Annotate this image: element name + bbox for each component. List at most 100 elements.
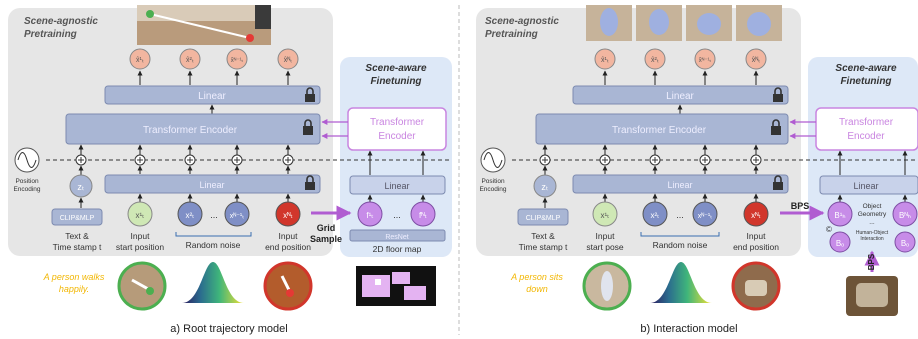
dots: ... (210, 210, 218, 220)
arrows-up (542, 144, 908, 175)
text-label-1: Text & (65, 231, 89, 241)
output-label-n: x̂ᴺₜ (283, 57, 292, 64)
ft-transformer-label-2: Encoder (847, 131, 885, 142)
start-label-2: start position (116, 242, 164, 252)
lock-icon (305, 87, 315, 102)
linear-bottom-block (572, 174, 789, 194)
clip-mlp-block (517, 208, 569, 226)
finetune-panel-bg (808, 57, 918, 257)
ft-transformer-label-1: Transformer (370, 117, 425, 128)
end-position-image (263, 261, 313, 311)
transformer-label: Transformer Encoder (612, 125, 707, 136)
linear-top-label: Linear (198, 91, 226, 102)
end-label-1: Input (747, 231, 767, 241)
ft-transformer-label-2: Encoder (378, 131, 416, 142)
end-node-label: xᴺₜ (283, 211, 293, 220)
noise-node-n-1 (692, 201, 718, 227)
transformer-block (535, 113, 789, 145)
concat-symbol: © (826, 225, 832, 234)
output-label-n-1: x̂ᴺ⁻¹ₜ (231, 57, 244, 64)
output-label-2: x̂²ₜ (651, 57, 659, 64)
ft-linear-label: Linear (853, 181, 878, 191)
end-pose-image (731, 261, 781, 311)
sine-wave-icon (17, 152, 37, 168)
bps-label: BPS (791, 201, 810, 211)
noise-bracket (175, 232, 252, 237)
end-node-label: xᴺₜ (751, 211, 761, 220)
feature-node-n (410, 201, 436, 227)
linear-bottom-label: Linear (667, 180, 692, 190)
text-label-1: Text & (531, 231, 555, 241)
end-label-2: end position (265, 242, 311, 252)
noise-node-2-label: x²ₜ (650, 211, 659, 220)
finetune-title-1: Scene-aware (365, 63, 427, 74)
ft-linear-block (819, 175, 918, 195)
ft-transformer-block (347, 107, 447, 151)
hoi-label-2: Interaction (860, 236, 884, 242)
ft-linear-label: Linear (384, 181, 409, 191)
left-panel: Scene-agnostic Pretraining Scene-aware F… (8, 5, 452, 335)
noise-label: Random noise (653, 240, 708, 250)
start-node-label: x¹ₜ (135, 211, 144, 220)
bo-node-n (894, 231, 916, 253)
transformer-block (65, 113, 321, 145)
pretrain-title-2: Pretraining (24, 29, 77, 40)
output-label-1: x̂¹ₜ (601, 57, 609, 64)
noise-node-n-1 (224, 201, 250, 227)
output-nodes: x̂¹ₜ x̂²ₜ x̂ᴺ⁻¹ₜ x̂ᴺₜ (129, 48, 299, 85)
bh-node-1-label: B¹ₕ (834, 211, 845, 220)
plus-signs (78, 157, 291, 163)
start-node (592, 201, 618, 227)
gaussian-noise-icon (650, 262, 712, 303)
lock-icon (771, 119, 781, 135)
output-node-2 (179, 48, 201, 70)
caption-right: b) Interaction model (640, 323, 737, 335)
pos-enc-label-2: Encoding (13, 186, 40, 193)
linear-bottom-label: Linear (199, 180, 224, 190)
noise-node-2-label: x²ₜ (185, 211, 194, 220)
dots: ... (676, 210, 684, 220)
ft-dots: ... (393, 210, 401, 220)
end-label-2: end position (733, 242, 779, 252)
noise-label: Random noise (186, 240, 241, 250)
prompt-line-1: A person walks (43, 272, 105, 282)
z-node (69, 174, 93, 198)
finetune-title-1: Scene-aware (835, 63, 897, 74)
lock-icon (773, 175, 783, 190)
sitting-sequence-images (586, 5, 782, 41)
floor-map-image (356, 266, 436, 306)
clip-label: CLIP&MLP (60, 215, 95, 222)
bps-vertical-label: BPS (867, 253, 876, 270)
noise-node-2 (642, 201, 668, 227)
pos-enc-label-1: Position (15, 178, 39, 185)
output-label-n-1: x̂ᴺ⁻¹ₜ (699, 57, 712, 64)
start-position-image (117, 261, 167, 311)
linear-top-label: Linear (666, 91, 694, 102)
output-nodes: x̂¹ₜ x̂²ₜ x̂ᴺ⁻¹ₜ x̂ᴺₜ (594, 48, 767, 70)
start-node-label: x¹ₜ (600, 211, 609, 220)
start-node (127, 201, 153, 227)
bh-node-n (892, 201, 918, 227)
pretrain-title-2: Pretraining (485, 29, 538, 40)
linear-bottom-block (104, 174, 321, 194)
end-node (743, 201, 769, 227)
obj-geom-1: Object (863, 203, 882, 210)
end-label-1: Input (279, 231, 299, 241)
prompt-line-2: down (526, 284, 548, 294)
start-label-1: Input (131, 231, 151, 241)
end-node (275, 201, 301, 227)
obj-geom-3: ... (869, 219, 875, 226)
prompt-line-1: A person sits (510, 272, 563, 282)
feature-node-n-label: fᴺₜ (419, 211, 427, 220)
pretrain-title-1: Scene-agnostic (24, 16, 98, 27)
lock-icon (303, 119, 313, 135)
text-label-2: Time stamp t (53, 242, 102, 252)
noise-node-2 (177, 201, 203, 227)
output-label-n: x̂ᴺₜ (751, 57, 760, 64)
output-node-1 (129, 48, 151, 70)
noise-node-n-1-label: xᴺ⁻¹ₜ (698, 213, 713, 220)
feature-node-1-label: f¹ₜ (366, 211, 373, 220)
gaussian-noise-icon (182, 262, 244, 303)
bo-node-1-label: Bₒ (836, 239, 844, 248)
ft-linear-block (349, 175, 446, 195)
